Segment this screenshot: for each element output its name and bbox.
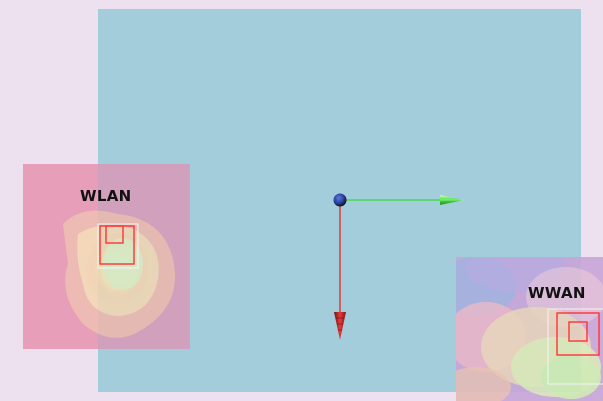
wlan-label: WLAN <box>80 187 132 205</box>
wwan-heatmap[interactable] <box>456 257 603 401</box>
wwan-label: WWAN <box>528 284 586 302</box>
